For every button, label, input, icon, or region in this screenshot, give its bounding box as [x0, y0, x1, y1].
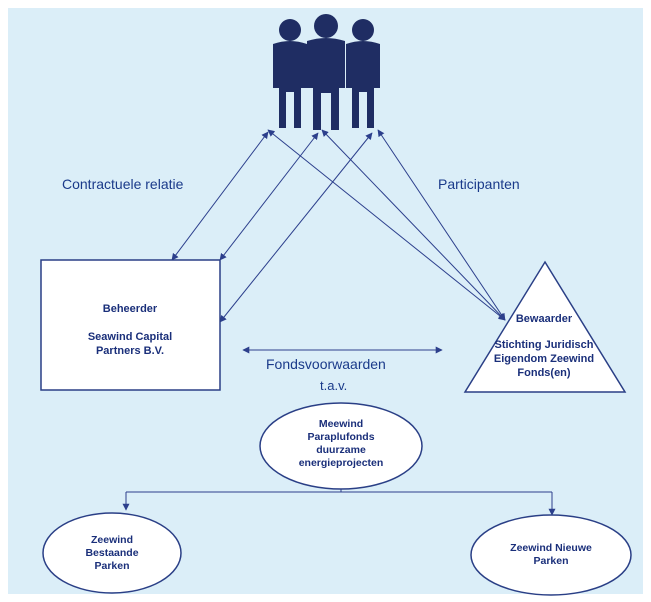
umbrella-fund-text: Meewind Paraplufonds duurzame energiepro…: [271, 418, 411, 470]
umbrella-fund-line3: duurzame: [316, 444, 366, 456]
custodian-name-line2: Eigendom Zeewind: [493, 353, 595, 365]
new-parks-line2: Parken: [533, 555, 569, 567]
existing-parks-line1: Zeewind: [90, 534, 133, 546]
contractual-relation-label: Contractuele relatie: [62, 176, 184, 192]
arrow-people-custodian-1: [267, 129, 506, 321]
custodian-role: Bewaarder: [515, 313, 573, 325]
participants-label: Participanten: [438, 176, 520, 192]
new-parks-text: Zeewind Nieuwe Parken: [481, 542, 621, 568]
manager-box: [40, 259, 221, 391]
people-group-icon: [273, 14, 380, 130]
manager-name-line2: Partners B.V.: [95, 345, 165, 357]
manager-text: Beheerder Seawind Capital Partners B.V.: [50, 302, 210, 358]
manager-name-line1: Seawind Capital: [87, 331, 173, 343]
existing-parks-text: Zeewind Bestaande Parken: [52, 534, 172, 573]
manager-role: Beheerder: [102, 303, 158, 315]
fund-conditions-label: Fondsvoorwaarden: [266, 356, 386, 372]
arrow-people-manager-1: [171, 131, 269, 261]
new-parks-ellipse: [470, 514, 632, 596]
custodian-name-line1: Stichting Juridisch: [494, 339, 594, 351]
existing-parks-ellipse: [42, 512, 182, 594]
umbrella-fund-line2: Paraplufonds: [307, 431, 375, 443]
existing-parks-line3: Parken: [94, 560, 130, 572]
arrow-people-manager-2: [219, 132, 319, 261]
arrow-people-custodian-3: [377, 129, 506, 321]
custodian-triangle: [463, 260, 627, 393]
umbrella-fund-line1: Meewind: [318, 418, 364, 430]
custodian-name-line3: Fonds(en): [517, 367, 571, 379]
custodian-text: Bewaarder Stichting Juridisch Eigendom Z…: [476, 312, 612, 380]
new-parks-line1: Zeewind Nieuwe: [510, 542, 592, 554]
fund-tree-connector: [122, 489, 556, 516]
existing-parks-line2: Bestaande: [85, 547, 139, 559]
umbrella-fund-line4: energieprojecten: [298, 457, 384, 469]
arrow-people-custodian-2: [321, 129, 506, 321]
regarding-label: t.a.v.: [320, 378, 348, 393]
